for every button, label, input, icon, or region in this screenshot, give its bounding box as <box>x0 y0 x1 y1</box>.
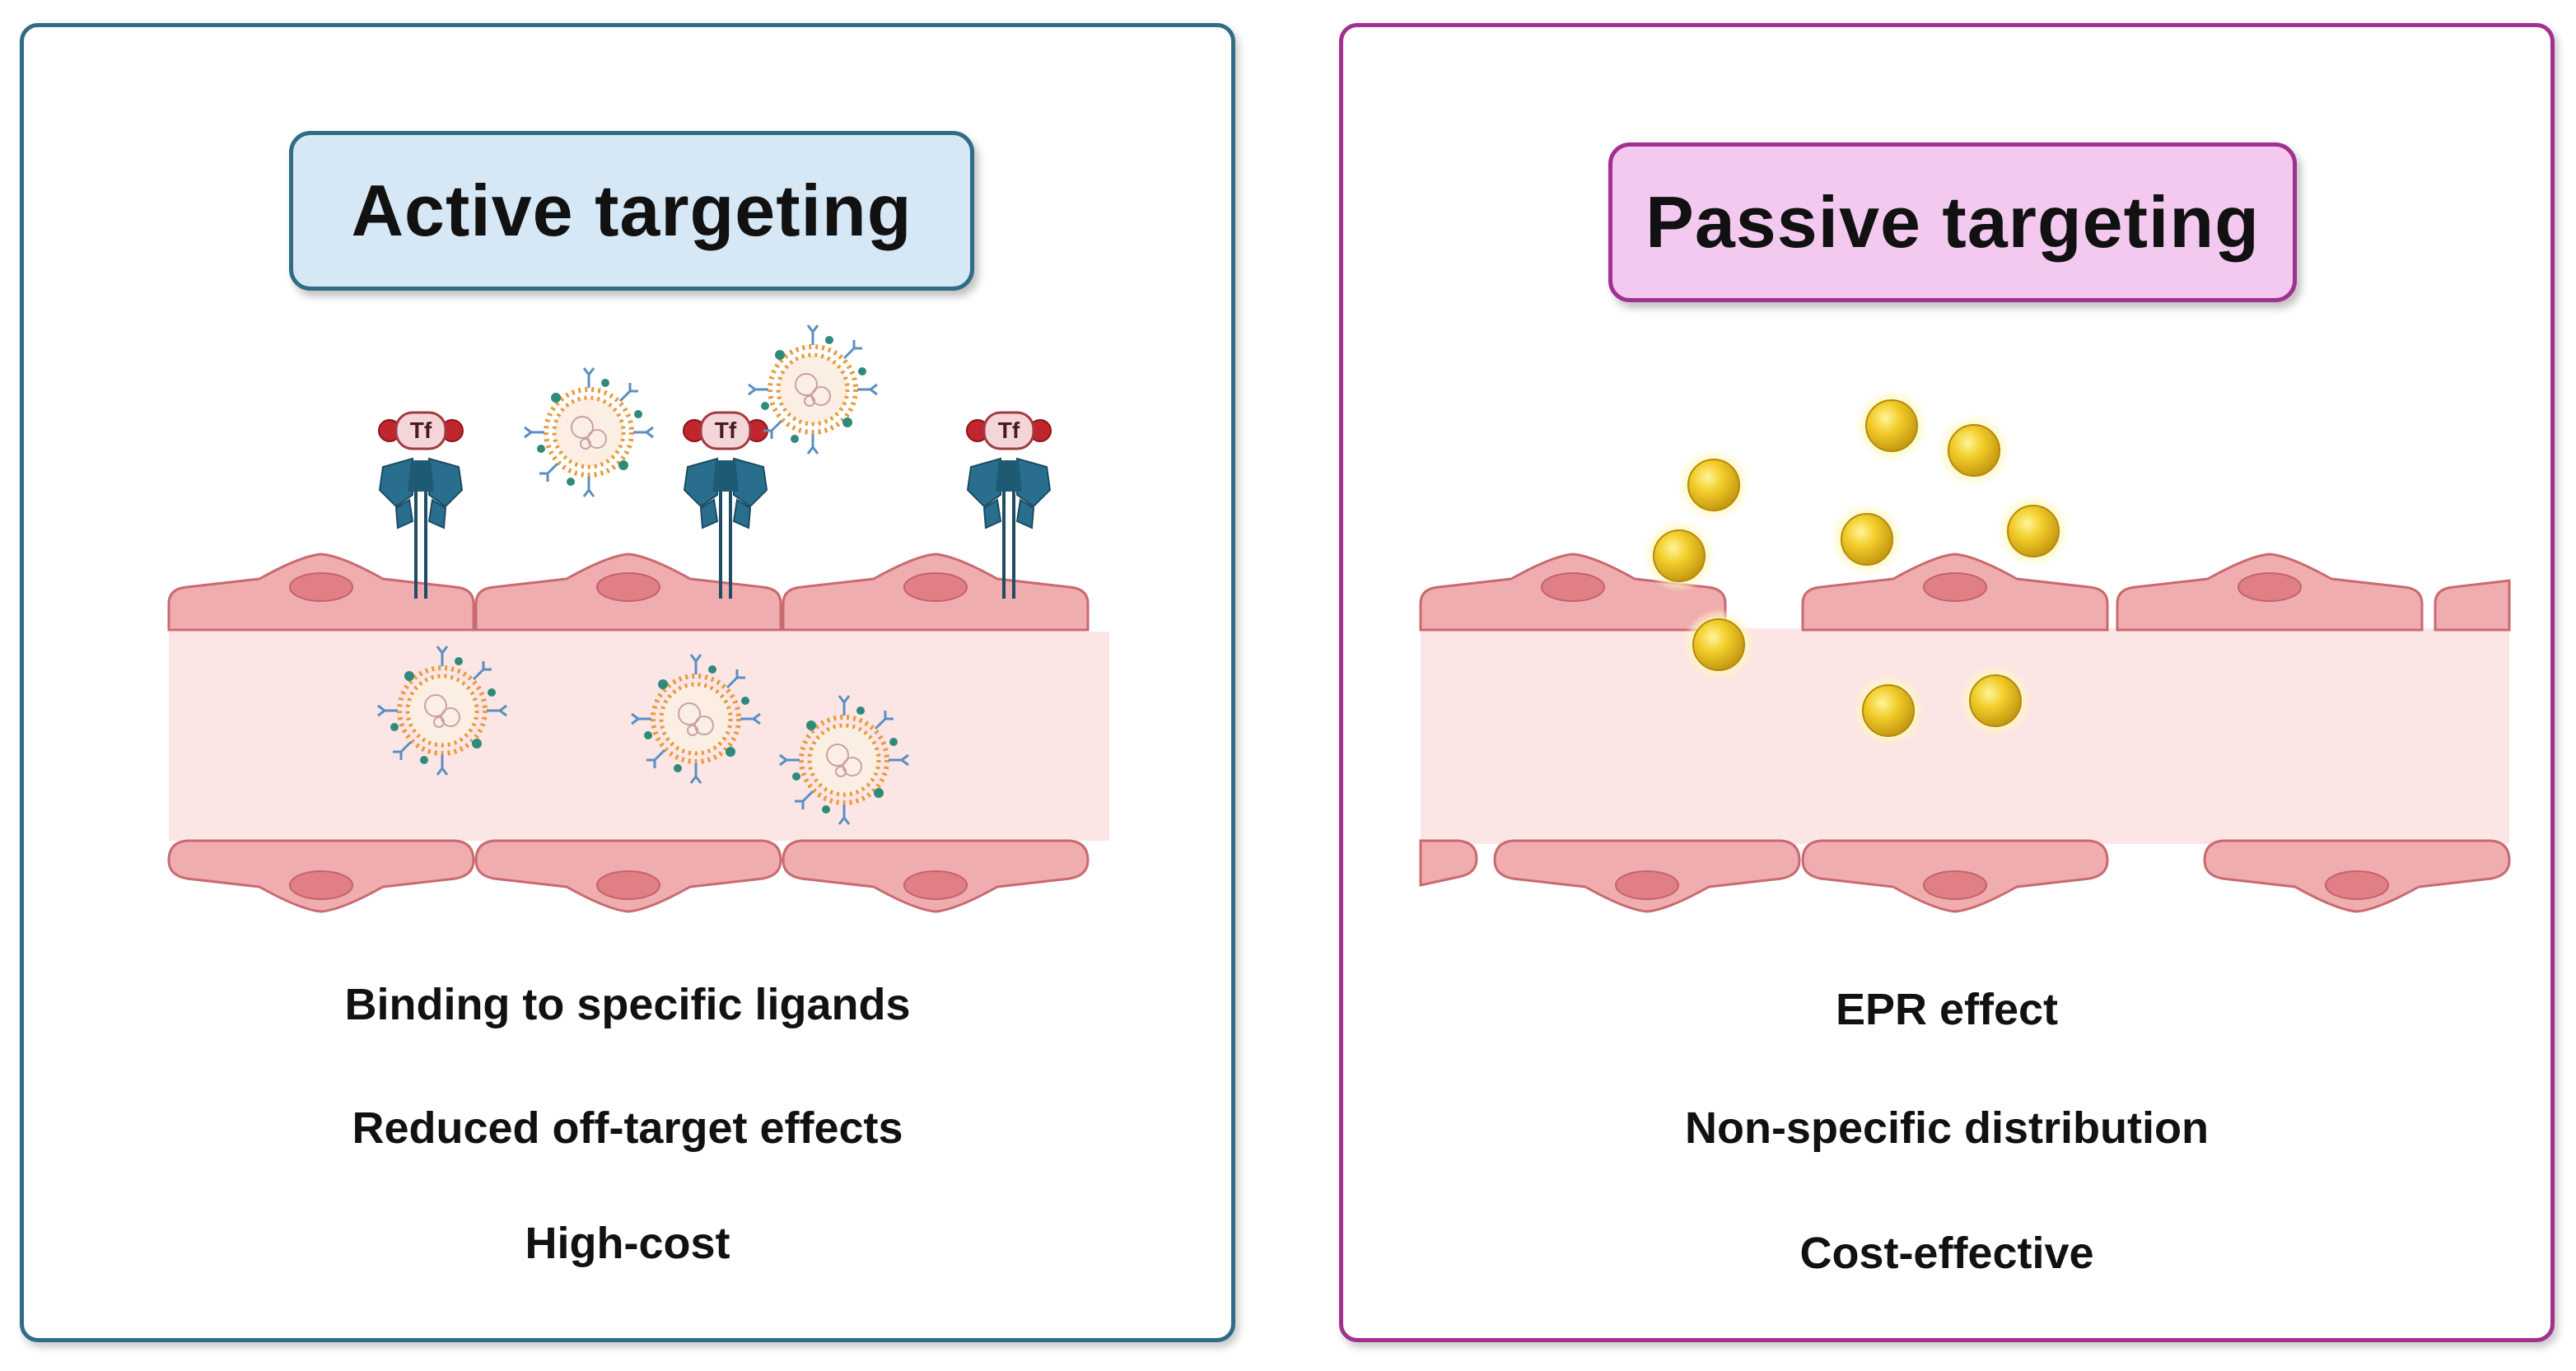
vessel-lumen <box>169 632 1109 841</box>
endothelial-cell <box>1493 839 1801 913</box>
passive-property-2: Non-specific distribution <box>1684 1103 2209 1153</box>
gold-nanoparticle <box>1678 449 1750 521</box>
transferrin-receptor: Tf <box>377 411 464 600</box>
gold-nanoparticle <box>1831 503 1903 576</box>
active-targeting-illustration: Tf Tf Tf <box>167 27 1109 913</box>
gold-nanoparticle <box>1997 495 2070 567</box>
endothelial-cell <box>2203 839 2511 913</box>
gold-nanoparticle <box>1855 389 1928 462</box>
gold-nanoparticle <box>1938 414 2010 487</box>
endothelial-cell <box>167 839 475 913</box>
transferrin-receptor: Tf <box>682 411 769 600</box>
transferrin-receptor: Tf <box>965 411 1052 600</box>
endothelial-cell <box>474 839 782 913</box>
passive-targeting-panel: Passive targeting EPR effect Non-specifi… <box>1339 23 2555 1342</box>
leaky-vessel-lumen <box>1421 628 2509 844</box>
passive-targeting-title: Passive targeting <box>1608 142 2297 302</box>
endothelial-cell <box>782 553 1090 632</box>
gold-nanoparticle <box>1852 674 1925 747</box>
endothelial-cell <box>167 553 475 632</box>
passive-targeting-illustration <box>1419 389 2511 913</box>
gold-nanoparticle <box>1959 665 2032 737</box>
tf-label: Tf <box>998 417 1020 443</box>
endothelial-cell <box>2116 553 2424 632</box>
endothelial-cell <box>782 839 1090 913</box>
endothelial-cell <box>474 553 782 632</box>
endothelial-cell-partial <box>1419 839 1478 887</box>
endothelial-cell <box>1801 839 2109 913</box>
targeted-liposome <box>525 368 653 497</box>
active-property-2: Reduced off-target effects <box>352 1103 903 1153</box>
passive-property-1: EPR effect <box>1835 985 2059 1034</box>
active-property-3: High-cost <box>525 1219 730 1268</box>
active-property-1: Binding to specific ligands <box>344 980 911 1029</box>
active-targeting-title: Active targeting <box>289 131 974 291</box>
targeted-liposome <box>749 325 877 454</box>
active-targeting-panel: Tf Tf Tf Active targeting Binding to spe… <box>20 23 1235 1342</box>
gold-nanoparticle <box>1643 520 1715 592</box>
tf-label: Tf <box>410 417 432 443</box>
tf-label: Tf <box>715 417 737 443</box>
endothelial-cell-partial <box>2434 579 2511 632</box>
gold-nanoparticle <box>1682 609 1755 681</box>
passive-property-3: Cost-effective <box>1799 1229 2094 1278</box>
